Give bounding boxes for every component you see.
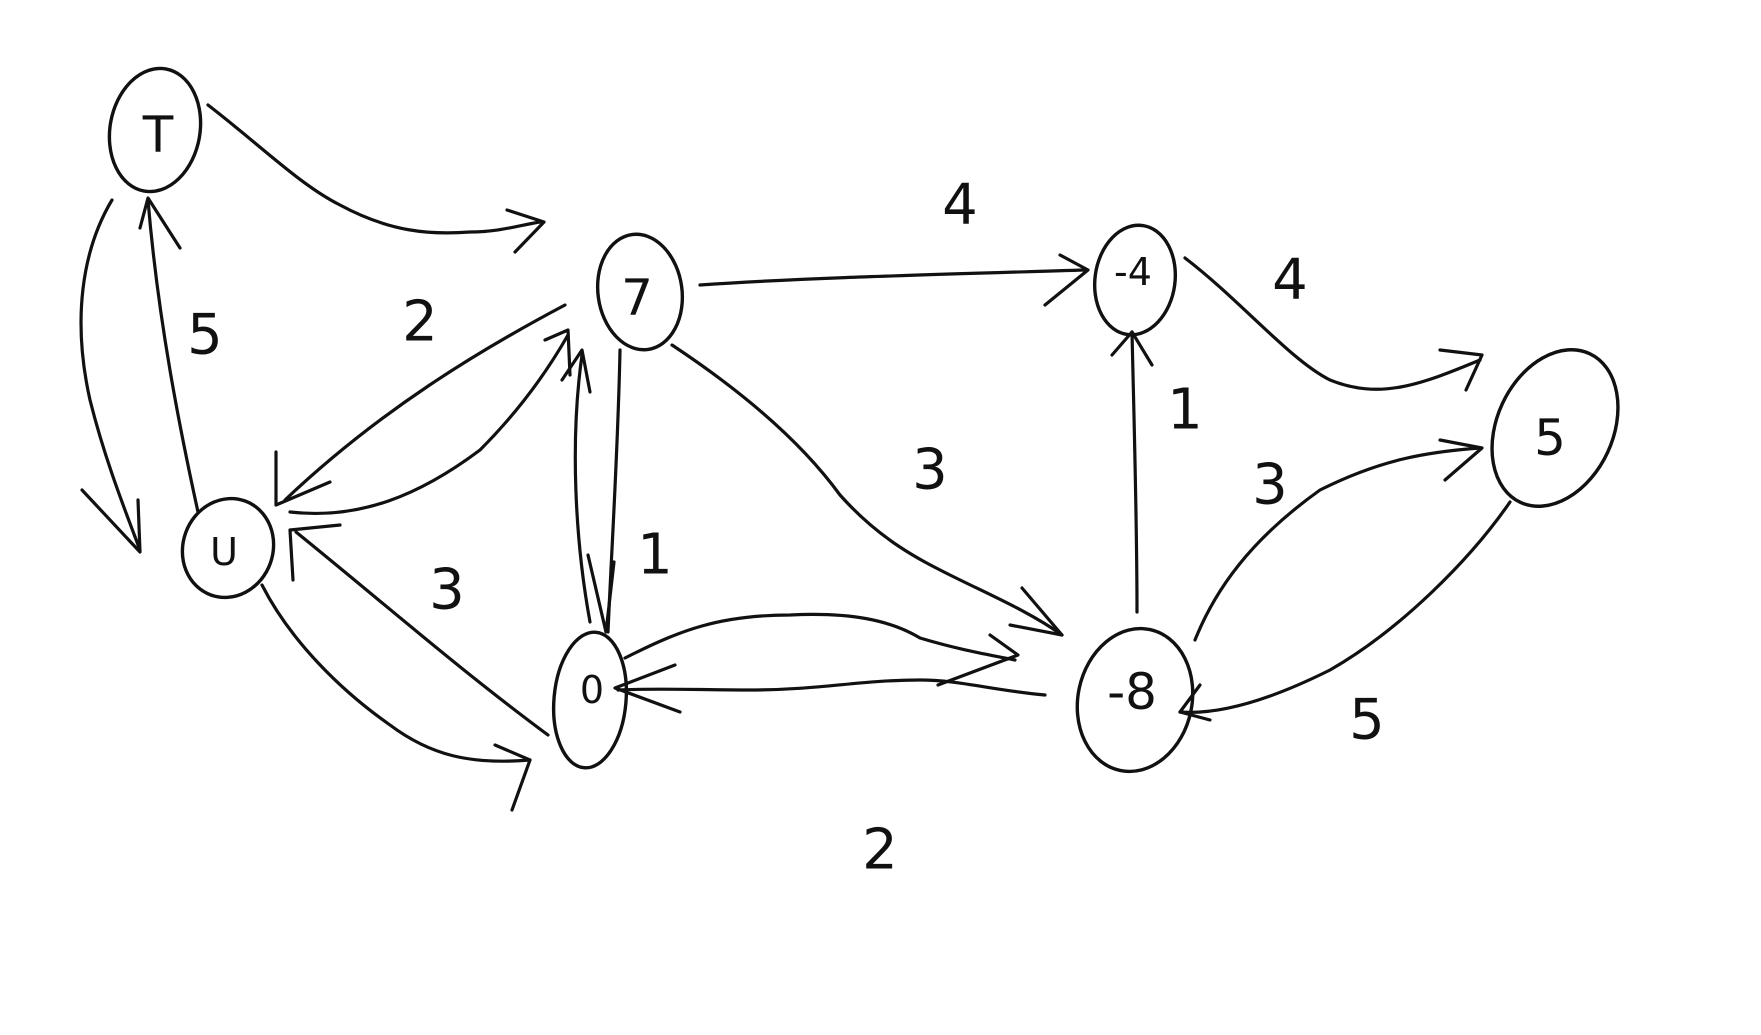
node-far-right-label: 5 — [1534, 409, 1566, 467]
weight-top-left: 5 — [187, 303, 223, 368]
edge-far-right-to-right-bottom — [1178, 500, 1512, 722]
node-far-right: 5 — [1490, 348, 1620, 508]
node-right-top: -4 — [1092, 223, 1178, 337]
node-left-label: U — [210, 530, 238, 574]
edge-mid-bottom-to-mid-top — [560, 348, 592, 624]
weight-diagonal: 3 — [912, 438, 948, 503]
node-mid-bottom-label: 0 — [580, 668, 604, 712]
node-right-top-label: -4 — [1114, 250, 1152, 294]
edge-mid-top-to-mid-bottom — [586, 348, 622, 634]
node-top: T — [107, 66, 203, 194]
edge-right-bottom-to-mid-bottom — [613, 663, 1047, 714]
weight-top-horizontal: 4 — [942, 173, 978, 238]
weight-left-mid-top: 2 — [402, 290, 438, 355]
weight-right-top-far: 4 — [1272, 248, 1308, 313]
weight-mid-bottom-left: 3 — [429, 558, 465, 623]
edge-mid-top-to-right-bottom — [670, 343, 1064, 637]
node-top-label: T — [142, 106, 174, 164]
node-mid-bottom: 0 — [551, 630, 629, 770]
weight-mid-vertical: 1 — [637, 523, 673, 588]
edge-mid-top-to-left — [274, 303, 567, 507]
node-mid-top-label: 7 — [621, 269, 653, 327]
nodes: T U 7 0 -4 -8 5 — [107, 66, 1620, 774]
weight-bottom-center: 2 — [862, 818, 898, 883]
node-left: U — [180, 496, 276, 600]
edge-right-top-to-far-right — [1183, 256, 1484, 392]
edges — [79, 103, 1512, 812]
node-mid-top: 7 — [595, 232, 685, 352]
edge-top-to-left — [79, 198, 142, 554]
edge-top-to-mid-top — [206, 103, 546, 254]
edge-left-to-top — [138, 196, 200, 514]
edge-mid-bottom-to-right-bottom — [623, 612, 1020, 687]
weight-right-vertical: 1 — [1167, 378, 1203, 443]
node-right-bottom-label: -8 — [1107, 663, 1157, 721]
edge-mid-top-to-right-top — [698, 253, 1090, 307]
edge-left-to-mid-top — [288, 328, 572, 516]
edge-mid-bottom-to-left — [288, 523, 550, 737]
edge-right-bottom-to-far-right — [1193, 438, 1484, 642]
edge-right-bottom-to-right-top — [1110, 330, 1154, 614]
weight-right-bottom-far: 3 — [1252, 453, 1288, 518]
weight-far-bottom: 5 — [1349, 688, 1385, 753]
edge-left-to-mid-bottom — [260, 583, 532, 812]
edge-weights: 5 2 3 1 4 3 4 1 3 5 2 — [187, 173, 1385, 883]
node-right-bottom: -8 — [1075, 626, 1195, 774]
